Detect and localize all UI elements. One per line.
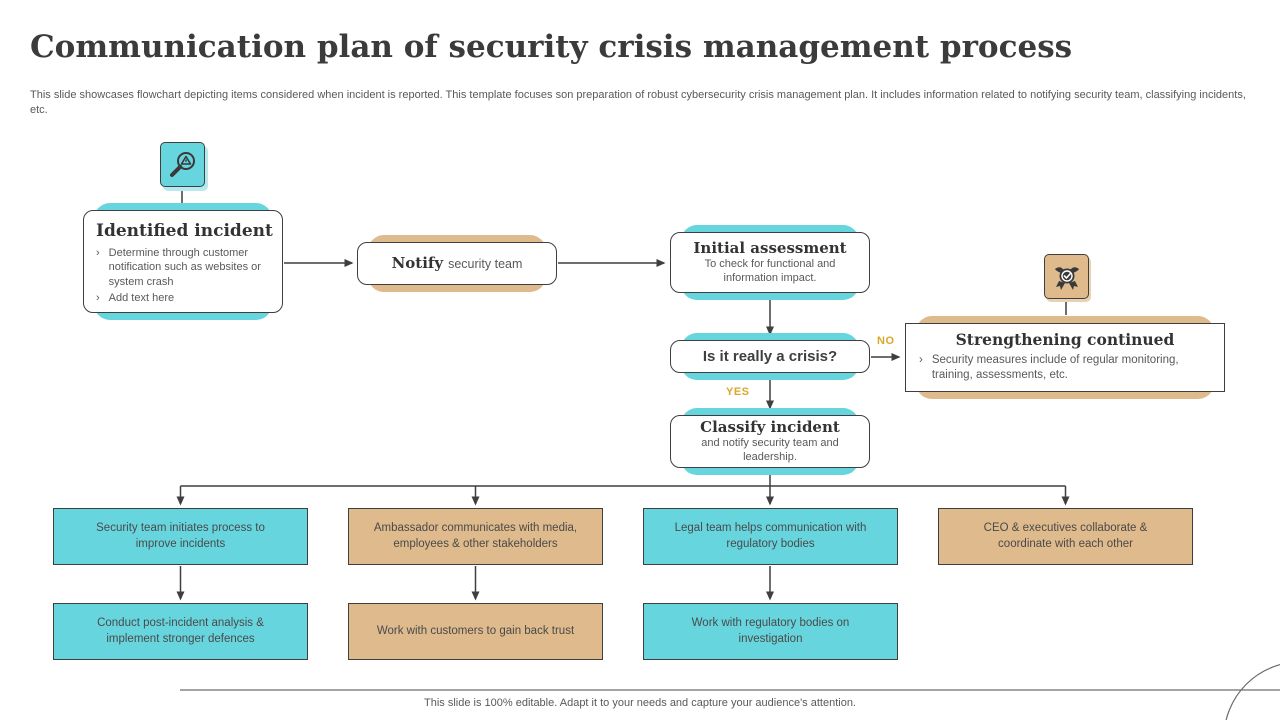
- box-post-incident-analysis: Conduct post-incident analysis & impleme…: [53, 603, 308, 660]
- node-title: Initial assessment: [693, 238, 847, 257]
- box-regulatory-investigation: Work with regulatory bodies on investiga…: [643, 603, 898, 660]
- bullet-text: Determine through customer notification …: [108, 246, 261, 288]
- bullet-marker: ›: [96, 292, 100, 305]
- box-security-team: Security team initiates process to impro…: [53, 508, 308, 565]
- bullet-marker: ›: [96, 246, 100, 259]
- bullet-text: Add text here: [108, 292, 175, 305]
- magnifier-glyph: [169, 151, 195, 177]
- node-text: and notify security team and leadership.: [701, 436, 839, 464]
- node-face: [670, 340, 870, 373]
- bullet-item: › Add text here: [96, 291, 273, 306]
- decorative-corner-circle: [1225, 664, 1280, 720]
- bullet-list: › Determine through customer notificatio…: [96, 246, 273, 306]
- node-face: [357, 242, 557, 285]
- node-text: To check for functional and information …: [704, 257, 836, 285]
- node-title: Notify: [391, 253, 444, 272]
- node-strengthening-continued: Strengthening continued › Security measu…: [905, 316, 1225, 399]
- bullet-item: › Security measures include of regular m…: [919, 353, 1211, 383]
- page-title: Communication plan of security crisis ma…: [30, 29, 1073, 65]
- node-text: security team: [448, 256, 523, 271]
- node-face: [905, 323, 1225, 392]
- slide-description: This slide showcases flowchart depicting…: [30, 89, 1246, 117]
- decision-yes-label: YES: [726, 386, 750, 398]
- node-title: Is it really a crisis?: [702, 348, 838, 365]
- bullet-marker: ›: [919, 353, 923, 366]
- node-face: [670, 415, 870, 468]
- bullet-item: › Determine through customer notificatio…: [96, 246, 273, 290]
- award-glyph: [1054, 266, 1079, 290]
- footer-note: This slide is 100% editable. Adapt it to…: [424, 697, 856, 709]
- node-decision-crisis: Is it really a crisis?: [670, 333, 870, 380]
- bullet-list: › Security measures include of regular m…: [919, 353, 1211, 383]
- node-face: [670, 232, 870, 293]
- award-ribbon-icon: [1044, 254, 1089, 299]
- incident-search-icon: [160, 142, 205, 187]
- bullet-text: Security measures include of regular mon…: [931, 353, 1179, 381]
- node-face: [83, 210, 283, 313]
- node-classify-incident: Classify incident and notify security te…: [670, 408, 870, 475]
- node-initial-assessment: Initial assessment To check for function…: [670, 225, 870, 300]
- box-work-with-customers: Work with customers to gain back trust: [348, 603, 603, 660]
- box-ambassador: Ambassador communicates with media, empl…: [348, 508, 603, 565]
- node-title: Classify incident: [700, 417, 840, 436]
- node-title: Strengthening continued: [955, 330, 1175, 349]
- box-ceo-executives: CEO & executives collaborate & coordinat…: [938, 508, 1193, 565]
- node-notify-security-team: Notify security team: [357, 235, 557, 292]
- decision-no-label: NO: [877, 335, 895, 347]
- box-legal-team: Legal team helps communication with regu…: [643, 508, 898, 565]
- node-title: Identified incident: [96, 221, 273, 241]
- node-identified-incident: Identified incident › Determine through …: [83, 203, 283, 320]
